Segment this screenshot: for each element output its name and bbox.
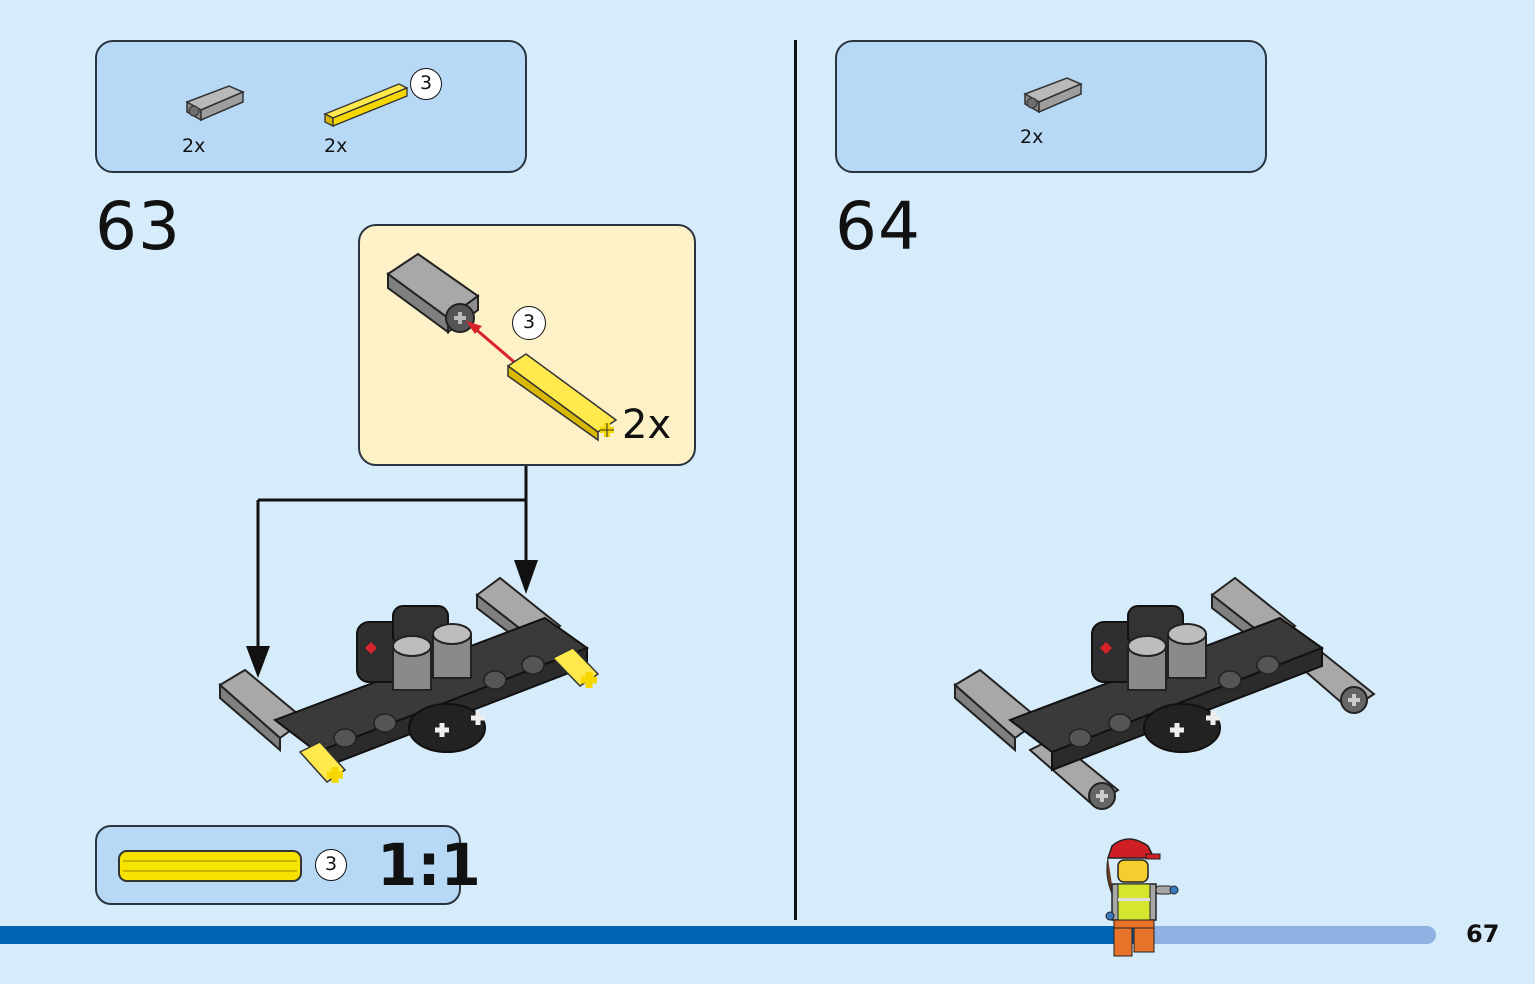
part-qty-connector: 2x [1020, 126, 1044, 148]
sub-assembly-callout: 3 2x [358, 224, 696, 466]
minifigure-illustration [1105, 838, 1179, 957]
step-64-model-illustration [953, 576, 1376, 810]
step-63-parts-box: 2x 2x 3 [95, 40, 527, 173]
axle-scale-icon [118, 850, 302, 882]
step-63-number: 63 [95, 188, 181, 265]
step-63-model-illustration [218, 576, 600, 783]
step-divider [794, 40, 797, 920]
progress-bar-remaining [1140, 926, 1436, 944]
grey-axle-connector-icon [1023, 77, 1083, 114]
step-64-parts-box: 2x [835, 40, 1267, 173]
step-64-number: 64 [835, 188, 921, 265]
callout-qty: 2x [622, 402, 672, 448]
axle-length-badge: 3 [410, 68, 442, 100]
callout-length-badge: 3 [512, 306, 546, 340]
scale-ratio: 1:1 [377, 831, 481, 899]
scale-length-badge: 3 [315, 849, 347, 881]
part-qty-axle: 2x [324, 135, 348, 157]
progress-bar-filled [0, 926, 1140, 944]
yellow-axle-icon [323, 83, 409, 128]
placement-arrows [246, 466, 538, 678]
scale-guide-box: 3 1:1 [95, 825, 481, 905]
grey-axle-connector-icon [185, 85, 245, 122]
part-qty-connector: 2x [182, 135, 206, 157]
callout-assembly-illustration [386, 252, 618, 442]
page-number: 67 [1466, 920, 1500, 948]
